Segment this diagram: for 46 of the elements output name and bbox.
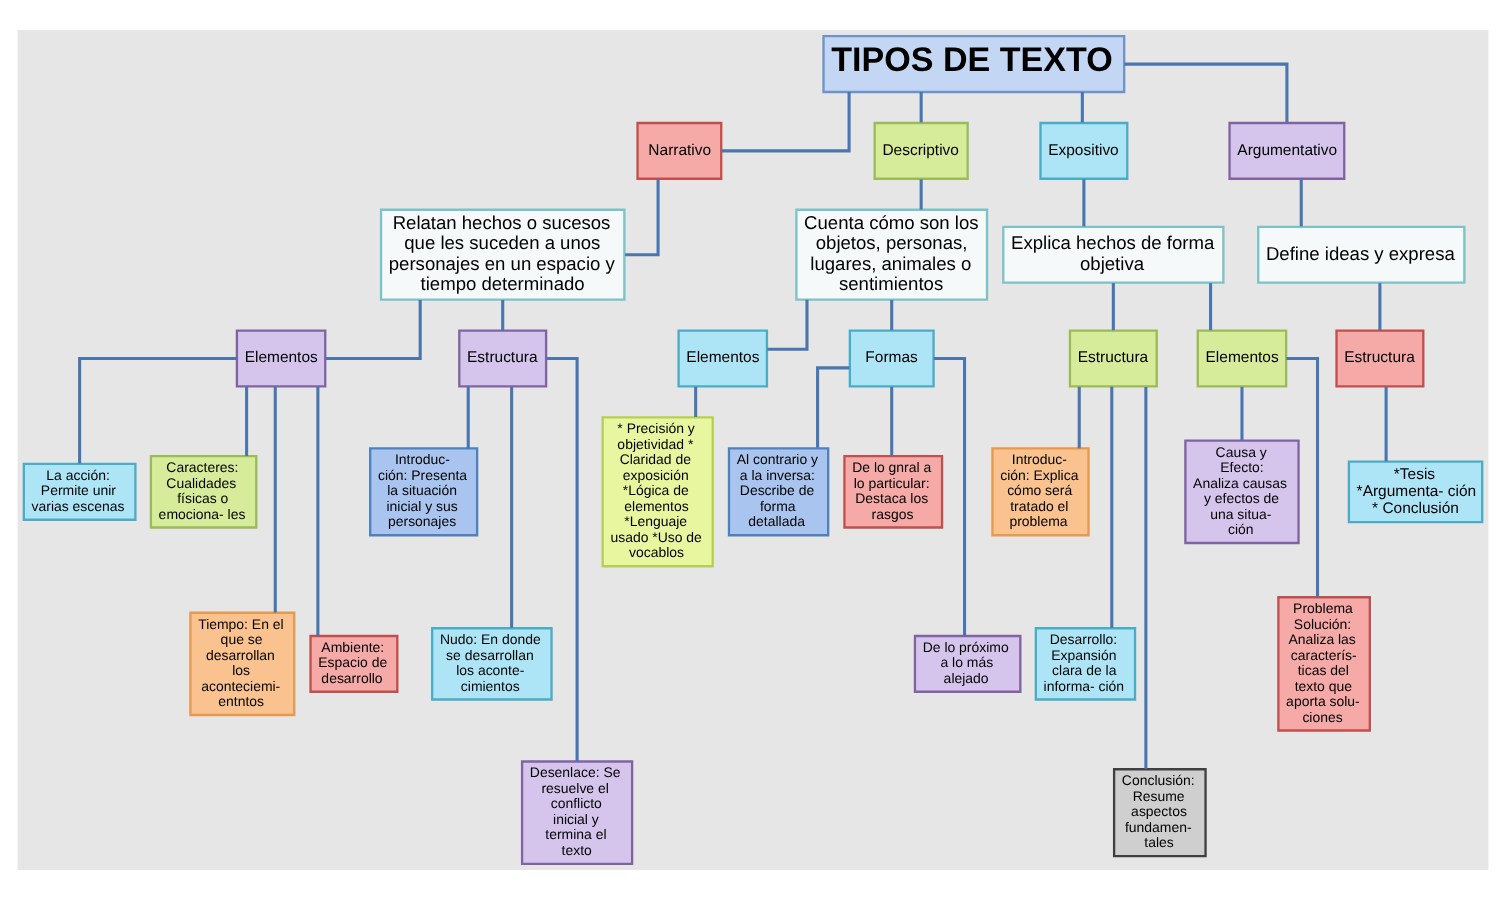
connector	[890, 299, 894, 331]
connector	[466, 386, 470, 449]
node-box: Narrativo	[636, 121, 723, 180]
node-box: Estructura	[458, 329, 548, 388]
node-box: Elementos	[235, 329, 327, 388]
node-box: Descriptivo	[873, 121, 969, 180]
connector	[625, 179, 660, 257]
connector	[816, 366, 850, 448]
node-box: Relatan hechos o sucesos que les suceden a unos personajes en un espacio y tiempo determinado	[379, 208, 626, 301]
connector	[501, 299, 505, 331]
connector	[890, 386, 894, 456]
node-box: Estructura	[1068, 329, 1158, 388]
connector	[721, 92, 851, 153]
node-box: Explica hechos de forma objetiva	[1002, 225, 1225, 284]
node-box: Estructura	[1335, 329, 1425, 388]
connector	[316, 386, 320, 636]
connector	[510, 386, 514, 628]
node-box: Elementos	[1196, 329, 1288, 388]
node-box: Expositivo	[1039, 121, 1129, 180]
connector	[1080, 92, 1084, 123]
connector	[1378, 283, 1382, 331]
node-box: Elementos	[677, 329, 769, 388]
connector	[919, 92, 923, 123]
node-box: Formas	[848, 329, 935, 388]
node-box: TIPOS DE TEXTO	[822, 35, 1126, 94]
connector	[919, 179, 923, 210]
connector	[273, 386, 277, 613]
connector	[1077, 386, 1081, 449]
connector	[245, 386, 249, 456]
connector	[767, 299, 809, 351]
node-box: Define ideas y expresa	[1257, 225, 1466, 284]
connector	[694, 386, 698, 417]
node-box: Argumentativo	[1228, 121, 1346, 180]
connector	[1124, 62, 1289, 123]
node-box: *Tesis *Argumenta- ción * Conclusión	[1347, 460, 1484, 524]
connector	[1299, 179, 1303, 227]
connector	[1240, 386, 1244, 441]
connector	[1111, 283, 1115, 331]
connector	[1384, 386, 1388, 462]
connector	[1110, 386, 1114, 628]
connector	[1144, 386, 1148, 769]
connector	[1209, 283, 1213, 331]
connector	[1082, 179, 1086, 227]
node-box: Cuenta cómo son los objetos, personas, lugares, animales o sentimientos	[795, 208, 989, 301]
connector	[78, 357, 237, 464]
connector	[325, 299, 422, 361]
